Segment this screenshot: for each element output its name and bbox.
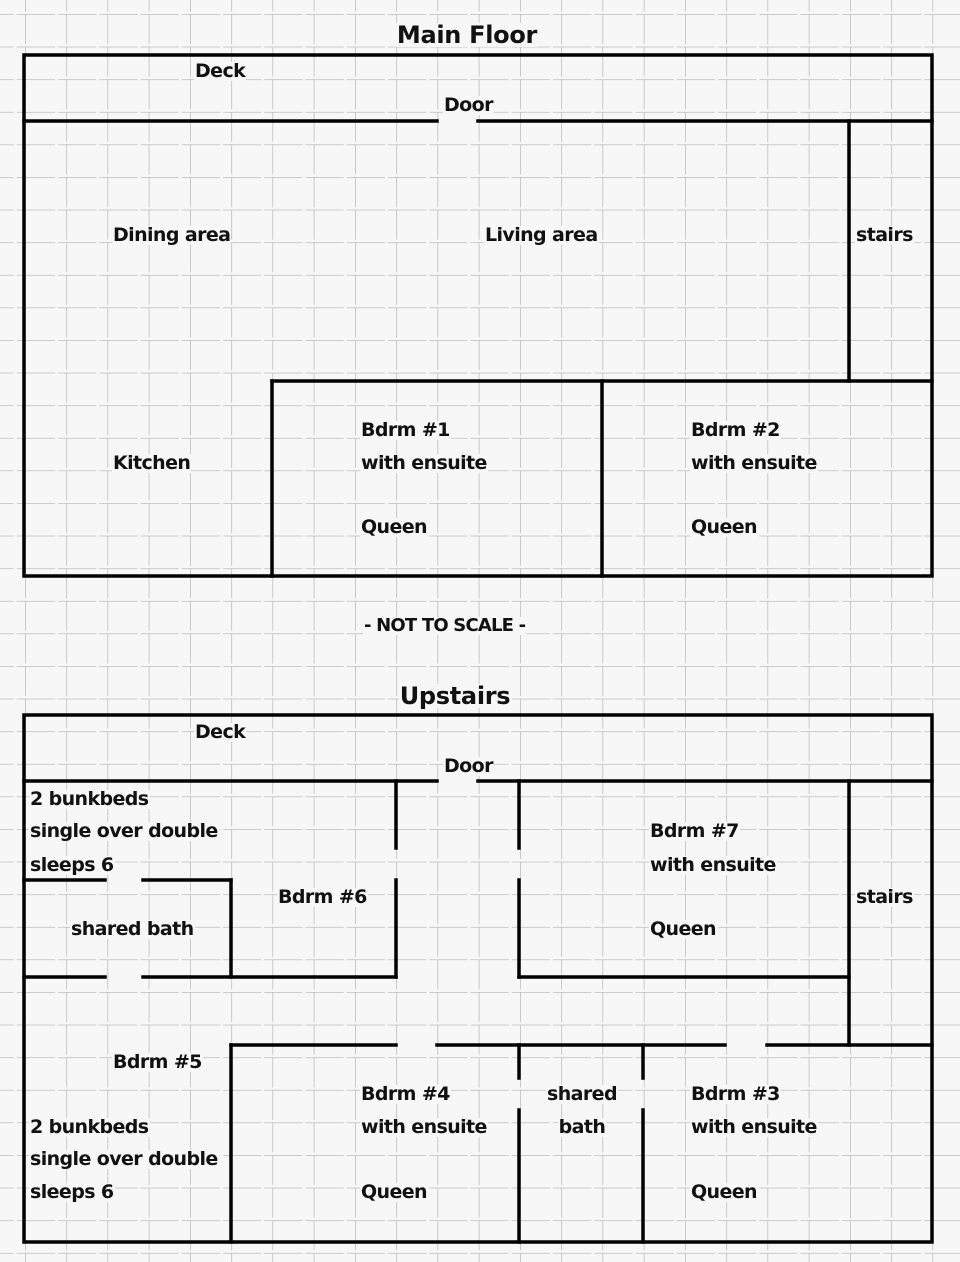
main-deck-label: Deck — [194, 60, 247, 82]
bunk-room-line1: 2 bunkbeds — [29, 788, 150, 810]
upstairs-door-label: Door — [443, 755, 494, 777]
bdrm6-name: Bdrm #6 — [277, 886, 368, 908]
main-door-label: Door — [443, 94, 494, 116]
bdrm1-name: Bdrm #1 — [360, 419, 451, 441]
upstairs-stairs-label: stairs — [855, 886, 914, 908]
bdrm2-detail: with ensuite — [690, 452, 818, 474]
bdrm1-bed: Queen — [360, 516, 428, 538]
bdrm5-name: Bdrm #5 — [112, 1051, 203, 1073]
bdrm2-name: Bdrm #2 — [690, 419, 781, 441]
bdrm1-detail: with ensuite — [360, 452, 488, 474]
bdrm3-name: Bdrm #3 — [690, 1083, 781, 1105]
bdrm2-bed: Queen — [690, 516, 758, 538]
bdrm3-bed: Queen — [690, 1181, 758, 1203]
upstairs-walls — [22, 713, 934, 1244]
bdrm5-line1: 2 bunkbeds — [29, 1116, 150, 1138]
shared-bath-center-line2: bath — [557, 1116, 607, 1138]
living-area-label: Living area — [484, 224, 599, 246]
bdrm4-detail: with ensuite — [360, 1116, 488, 1138]
dining-area-label: Dining area — [112, 224, 232, 246]
kitchen-label: Kitchen — [112, 452, 192, 474]
bdrm7-name: Bdrm #7 — [649, 820, 740, 842]
bdrm3-detail: with ensuite — [690, 1116, 818, 1138]
shared-bath-left-label: shared bath — [70, 918, 195, 940]
shared-bath-center-line1: shared — [546, 1083, 618, 1105]
bdrm7-bed: Queen — [649, 918, 717, 940]
bdrm7-detail: with ensuite — [649, 854, 777, 876]
bdrm4-name: Bdrm #4 — [360, 1083, 451, 1105]
upstairs-title: Upstairs — [398, 682, 512, 710]
main-floor-walls — [22, 53, 934, 578]
main-stairs-label: stairs — [855, 224, 914, 246]
bunk-room-line2: single over double — [29, 820, 219, 842]
bdrm5-line2: single over double — [29, 1148, 219, 1170]
upstairs-deck-label: Deck — [194, 721, 247, 743]
bunk-room-line3: sleeps 6 — [29, 854, 115, 876]
bdrm5-line3: sleeps 6 — [29, 1181, 115, 1203]
main-floor-title: Main Floor — [395, 21, 539, 49]
bdrm4-bed: Queen — [360, 1181, 428, 1203]
not-to-scale-note: - NOT TO SCALE - — [363, 615, 527, 636]
